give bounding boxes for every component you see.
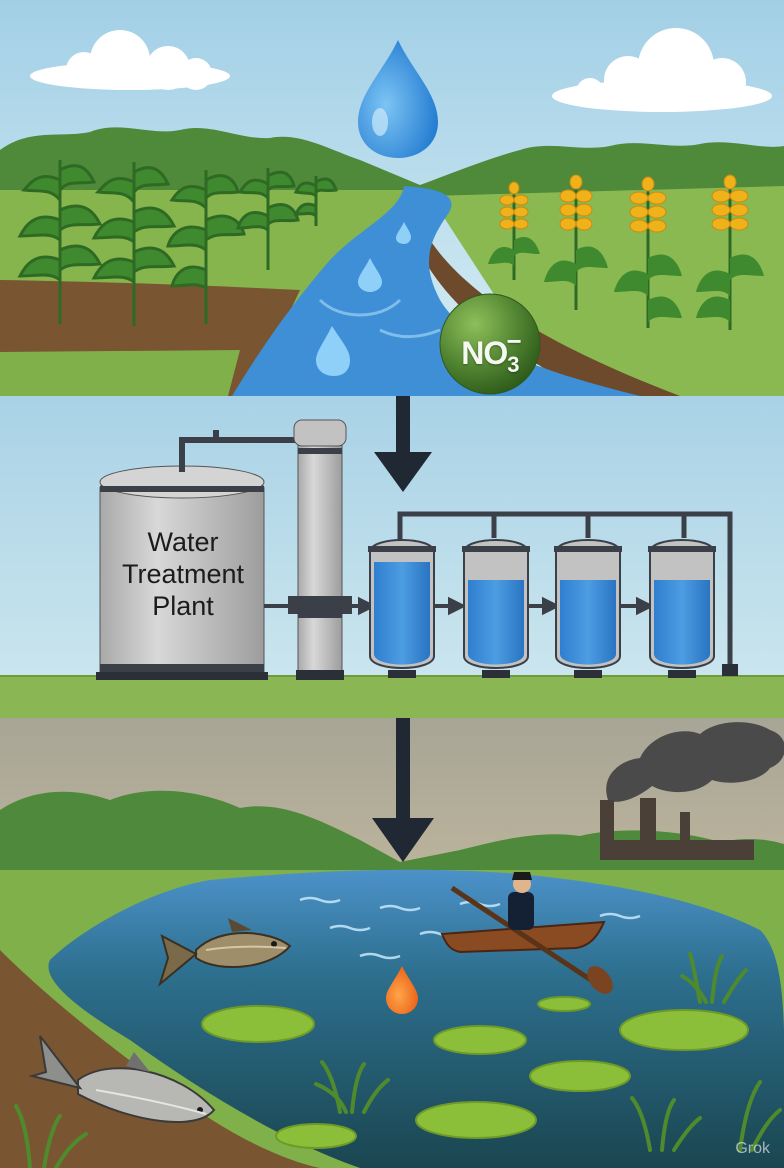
filter-vessel-3 — [554, 539, 622, 678]
down-arrow-1 — [374, 396, 432, 492]
filter-column — [288, 419, 352, 680]
field-left-front — [0, 350, 240, 396]
plant-label-line-1: Water — [147, 527, 219, 557]
treatment-tank — [96, 465, 268, 680]
filter-vessels — [368, 539, 716, 678]
panel-treatment — [0, 396, 784, 718]
nitrate-subscript: 3 — [507, 352, 519, 377]
fish-swimming — [158, 918, 292, 987]
nitrate-ion-sphere — [439, 293, 541, 395]
cloud-left — [30, 30, 230, 90]
corn-plants — [17, 160, 338, 326]
filter-vessel-2 — [462, 539, 530, 678]
water-drop-icon — [358, 40, 438, 158]
tree-line — [0, 127, 784, 200]
plant-label-line-3: Plant — [152, 591, 214, 621]
smoke-plume — [606, 722, 784, 802]
algae-patches — [201, 996, 749, 1149]
watermark: Grok — [735, 1140, 770, 1157]
filter-vessel-4 — [648, 539, 716, 678]
reeds — [14, 952, 782, 1168]
nitrate-charge: − — [506, 326, 522, 356]
panel-lake — [0, 718, 784, 1168]
nitrate-formula: NO3− — [446, 326, 536, 378]
cloud-right — [552, 28, 772, 112]
wheat-plants — [488, 174, 764, 330]
pollutant-drop-icon — [386, 966, 418, 1014]
river-drops — [316, 222, 411, 376]
pipe-network — [179, 430, 300, 472]
nitrate-base: NO — [461, 335, 508, 371]
down-arrow-2 — [372, 718, 434, 862]
factory — [600, 798, 754, 860]
plant-label-line-2: Treatment — [121, 559, 245, 589]
tree-line-back — [0, 790, 784, 880]
soil-bank — [0, 950, 320, 1168]
fish-dead — [28, 1035, 216, 1123]
panel-farmland — [0, 0, 784, 396]
filter-vessel-1 — [368, 539, 436, 678]
rowboat — [440, 872, 613, 994]
treatment-plant-label: Water Treatment Plant — [102, 526, 264, 622]
